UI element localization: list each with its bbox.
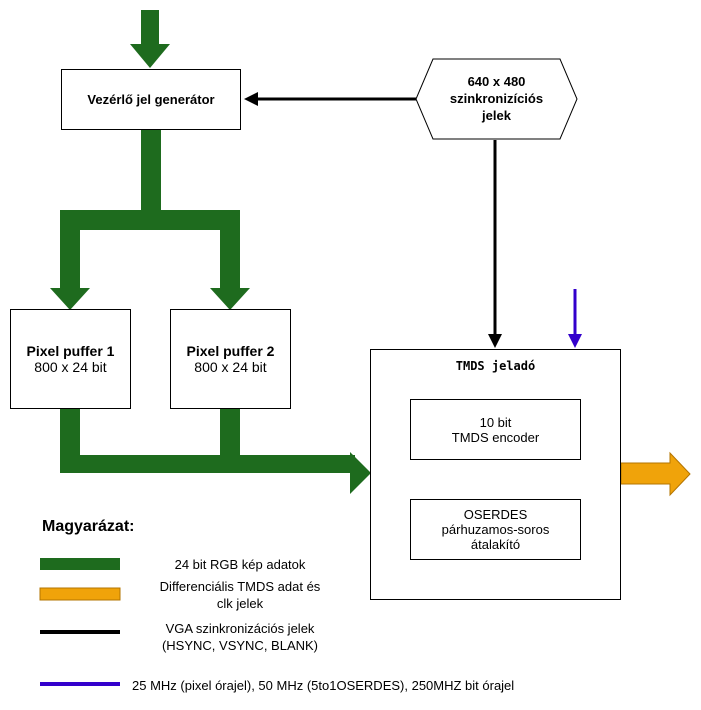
legend-item-tmds-line2: clk jelek: [216, 596, 264, 611]
tmds-encoder-box: 10 bit TMDS encoder: [410, 399, 581, 460]
legend-item-sync-line2: (HSYNC, VSYNC, BLANK): [161, 638, 319, 653]
legend-item-tmds-line1: Differenciális TMDS adat és: [159, 579, 321, 594]
legend-item-sync: VGA szinkronizációs jelek (HSYNC, VSYNC,…: [130, 620, 350, 654]
rgb-input-arrow: [130, 10, 170, 68]
oserdes-line2: párhuzamos-soros: [441, 522, 550, 537]
tmds-encoder-line1: 10 bit: [479, 414, 512, 430]
legend-swatch-tmds: [39, 587, 121, 601]
sync-source-line2: szinkronizíciós: [449, 91, 544, 106]
sync-to-generator-arrow: [244, 92, 416, 106]
pixel-buffer-2-title: Pixel puffer 2: [186, 343, 275, 359]
oserdes-line3: átalakító: [470, 537, 521, 552]
oserdes-box: OSERDES párhuzamos-soros átalakító: [410, 499, 581, 560]
legend-item-rgb: 24 bit RGB kép adatok: [140, 556, 340, 573]
rgb-merge-arrow: [60, 408, 371, 494]
pixel-buffer-1-size: 800 x 24 bit: [34, 359, 107, 375]
legend-item-clock: 25 MHz (pixel órajel), 50 MHz (5to1OSERD…: [132, 677, 592, 694]
rgb-split-arrows: [50, 130, 250, 310]
sync-source-label: 640 x 480 szinkronizíciós jelek: [430, 73, 563, 124]
legend-item-rgb-line1: 24 bit RGB kép adatok: [174, 557, 306, 572]
sync-source-hexagon: [415, 58, 578, 140]
legend-title: Magyarázat:: [42, 518, 135, 535]
legend-item-tmds: Differenciális TMDS adat és clk jelek: [130, 578, 350, 612]
legend-item-sync-line1: VGA szinkronizációs jelek: [165, 621, 315, 636]
legend-swatch-clock: [40, 682, 120, 686]
tmds-output-arrow: [620, 451, 691, 497]
tmds-transmitter-title: TMDS jeladó: [455, 359, 536, 373]
sync-source-line1: 640 x 480: [467, 74, 526, 89]
legend-swatch-sync: [40, 630, 120, 634]
sync-to-tmds-arrow: [488, 140, 502, 348]
pixel-buffer-1-box: Pixel puffer 1 800 x 24 bit: [10, 309, 131, 409]
control-generator-label: Vezérlő jel generátor: [87, 92, 215, 107]
tmds-encoder-line2: TMDS encoder: [451, 429, 540, 445]
legend-item-clock-line1: 25 MHz (pixel órajel), 50 MHz (5to1OSERD…: [132, 678, 515, 693]
oserdes-line1: OSERDES: [463, 507, 528, 522]
pixel-buffer-2-box: Pixel puffer 2 800 x 24 bit: [170, 309, 291, 409]
legend-swatch-rgb: [40, 558, 120, 570]
pixel-buffer-1-title: Pixel puffer 1: [26, 343, 115, 359]
legend-swatches: [39, 558, 121, 686]
clock-arrow: [568, 289, 582, 348]
tmds-transmitter-box: TMDS jeladó: [370, 349, 621, 600]
pixel-buffer-2-size: 800 x 24 bit: [194, 359, 267, 375]
sync-source-line3: jelek: [482, 108, 511, 123]
control-generator-box: Vezérlő jel generátor: [61, 69, 241, 130]
